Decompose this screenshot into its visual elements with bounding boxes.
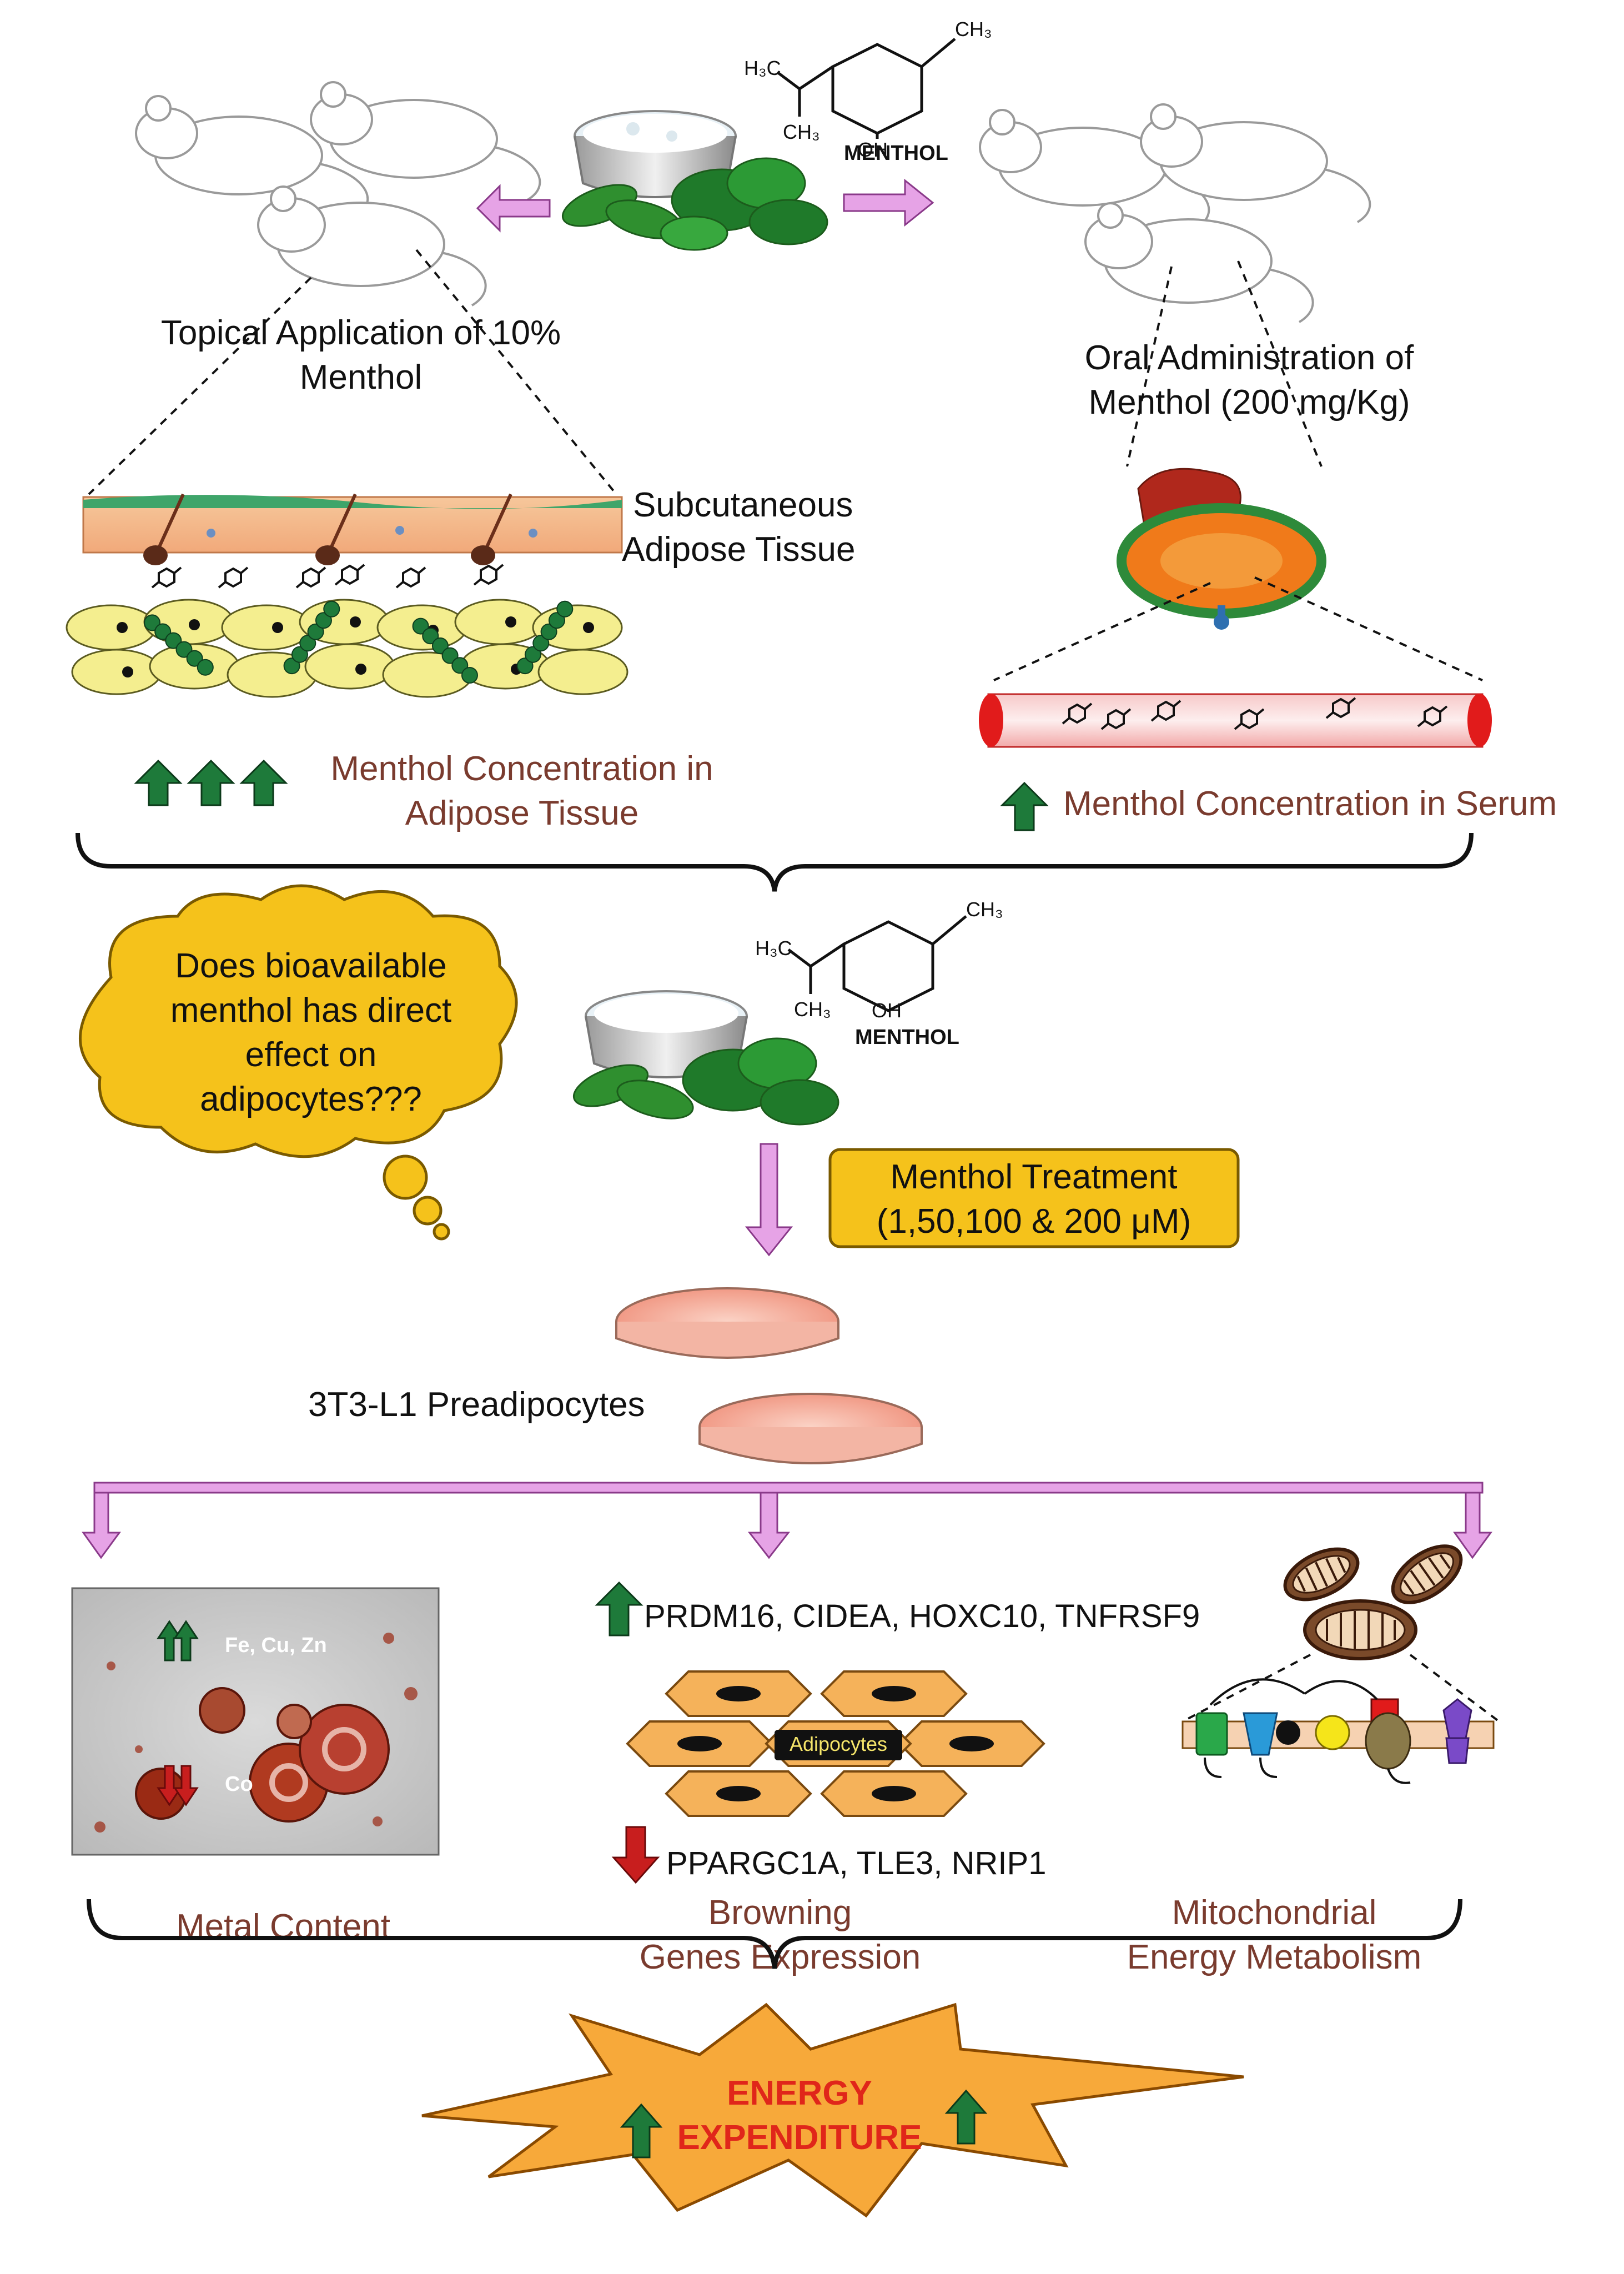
zoom-lines-vessel bbox=[993, 576, 1483, 681]
chem-ch3-label: CH₃ bbox=[783, 121, 820, 143]
treatment-box bbox=[828, 1148, 1240, 1248]
skin-cross-section bbox=[82, 493, 623, 565]
zoom-lines-mito bbox=[1182, 1654, 1500, 1723]
question-text: menthol has direct bbox=[170, 991, 452, 1030]
subq-label: Adipose Tissue bbox=[622, 530, 855, 569]
menthol-chain-in-tissue bbox=[144, 600, 574, 684]
brace-top bbox=[76, 832, 1474, 892]
up-arrow-icon bbox=[620, 2089, 988, 2158]
serum-concentration-label: Menthol Concentration in Serum bbox=[1063, 785, 1557, 823]
mitochondria-icons bbox=[1283, 1544, 1463, 1660]
adipocytes-label: Adipocytes bbox=[790, 1733, 887, 1755]
chem-h3c-label: H₃C bbox=[744, 57, 781, 79]
menthol-molecule-icons bbox=[151, 564, 504, 589]
chem-ch3-label: CH₃ bbox=[955, 18, 992, 41]
energy-label: ENERGY bbox=[727, 2074, 872, 2112]
adipose-concentration-label: Menthol Concentration in bbox=[330, 750, 713, 788]
chem-ch3-label: CH₃ bbox=[794, 998, 831, 1021]
up-arrow-icon bbox=[1000, 781, 1049, 831]
zoom-lines-topical bbox=[88, 249, 617, 495]
branch-arrows bbox=[82, 1482, 1492, 1559]
arrow-down-treatment bbox=[745, 1143, 793, 1257]
up-arrow-icon bbox=[157, 1620, 199, 1661]
adipocytes-label-box bbox=[775, 1730, 902, 1760]
mouse-group-right bbox=[979, 103, 1371, 323]
oral-label: Menthol (200 mg/Kg) bbox=[1089, 383, 1410, 421]
menthol-structure-middle bbox=[787, 915, 967, 1012]
browning-title: Browning bbox=[708, 1894, 852, 1932]
mouse-icon bbox=[979, 109, 1210, 229]
down-arrow-icon bbox=[611, 1826, 660, 1884]
adipocyte-nuclei-hex bbox=[677, 1686, 994, 1801]
brace-bottom bbox=[87, 1899, 1462, 1969]
cell-line-label: 3T3-L1 Preadipocytes bbox=[308, 1386, 645, 1424]
petri-dish-icon bbox=[615, 1287, 839, 1359]
genes-up-label: PRDM16, CIDEA, HOXC10, TNFRSF9 bbox=[644, 1598, 1200, 1634]
blood-vessel bbox=[979, 693, 1492, 748]
question-text: effect on bbox=[245, 1036, 377, 1074]
question-cloud bbox=[78, 884, 518, 1241]
treatment-label: Menthol Treatment bbox=[891, 1158, 1178, 1196]
mint-leaves-top bbox=[561, 157, 828, 251]
subq-label: Subcutaneous bbox=[633, 486, 853, 524]
petri-dish-icon bbox=[698, 1393, 923, 1464]
menthol-label-top: MENTHOL bbox=[844, 142, 948, 165]
menthol-label-middle: MENTHOL bbox=[855, 1026, 959, 1049]
topical-label: Menthol bbox=[300, 358, 423, 396]
question-text: adipocytes??? bbox=[200, 1080, 422, 1118]
adipocyte-nuclei bbox=[117, 616, 594, 677]
menthol-structure-top bbox=[776, 38, 956, 139]
treatment-label: (1,50,100 & 200 μM) bbox=[877, 1202, 1191, 1241]
metal-down-label: Co bbox=[225, 1773, 253, 1796]
adipose-concentration-label: Adipose Tissue bbox=[405, 794, 638, 832]
mouse-icon bbox=[257, 185, 487, 307]
mouse-icon bbox=[310, 81, 541, 201]
down-arrow-icon bbox=[157, 1765, 199, 1806]
mint-leaves-middle bbox=[572, 1037, 839, 1126]
menthol-molecule-icons bbox=[1062, 697, 1448, 730]
mouse-icon bbox=[135, 95, 369, 218]
digestive-organs-icon bbox=[1117, 468, 1326, 630]
genes-down-label: PPARGC1A, TLE3, NRIP1 bbox=[666, 1845, 1046, 1881]
energy-label: EXPENDITURE bbox=[677, 2119, 922, 2157]
question-text: Does bioavailable bbox=[175, 947, 446, 985]
mito-title: Mitochondrial bbox=[1172, 1894, 1377, 1932]
arrow-right-oral bbox=[843, 178, 934, 227]
mouse-icon bbox=[1140, 103, 1371, 223]
mito-title: Energy Metabolism bbox=[1127, 1938, 1422, 1976]
metal-up-label: Fe, Cu, Zn bbox=[225, 1634, 327, 1657]
metal-microscopy-image bbox=[71, 1587, 440, 1856]
mouse-icon bbox=[1084, 202, 1314, 323]
zoom-lines-oral bbox=[1126, 260, 1323, 467]
arrow-left-topical bbox=[476, 184, 551, 233]
chem-h3c-label: H₃C bbox=[755, 937, 792, 960]
topical-label: Topical Application of 10% bbox=[161, 314, 561, 352]
chem-ch3-label: CH₃ bbox=[966, 898, 1003, 921]
chem-oh-label: OH bbox=[858, 138, 888, 161]
mouse-group-left bbox=[135, 81, 541, 307]
chem-oh-label: OH bbox=[872, 999, 902, 1022]
oral-label: Oral Administration of bbox=[1085, 339, 1414, 377]
up-arrow-icon bbox=[595, 1581, 643, 1637]
browning-title: Genes Expression bbox=[640, 1938, 921, 1976]
up-arrow-icon bbox=[134, 759, 288, 806]
electron-transport-chain bbox=[1181, 1678, 1495, 1784]
